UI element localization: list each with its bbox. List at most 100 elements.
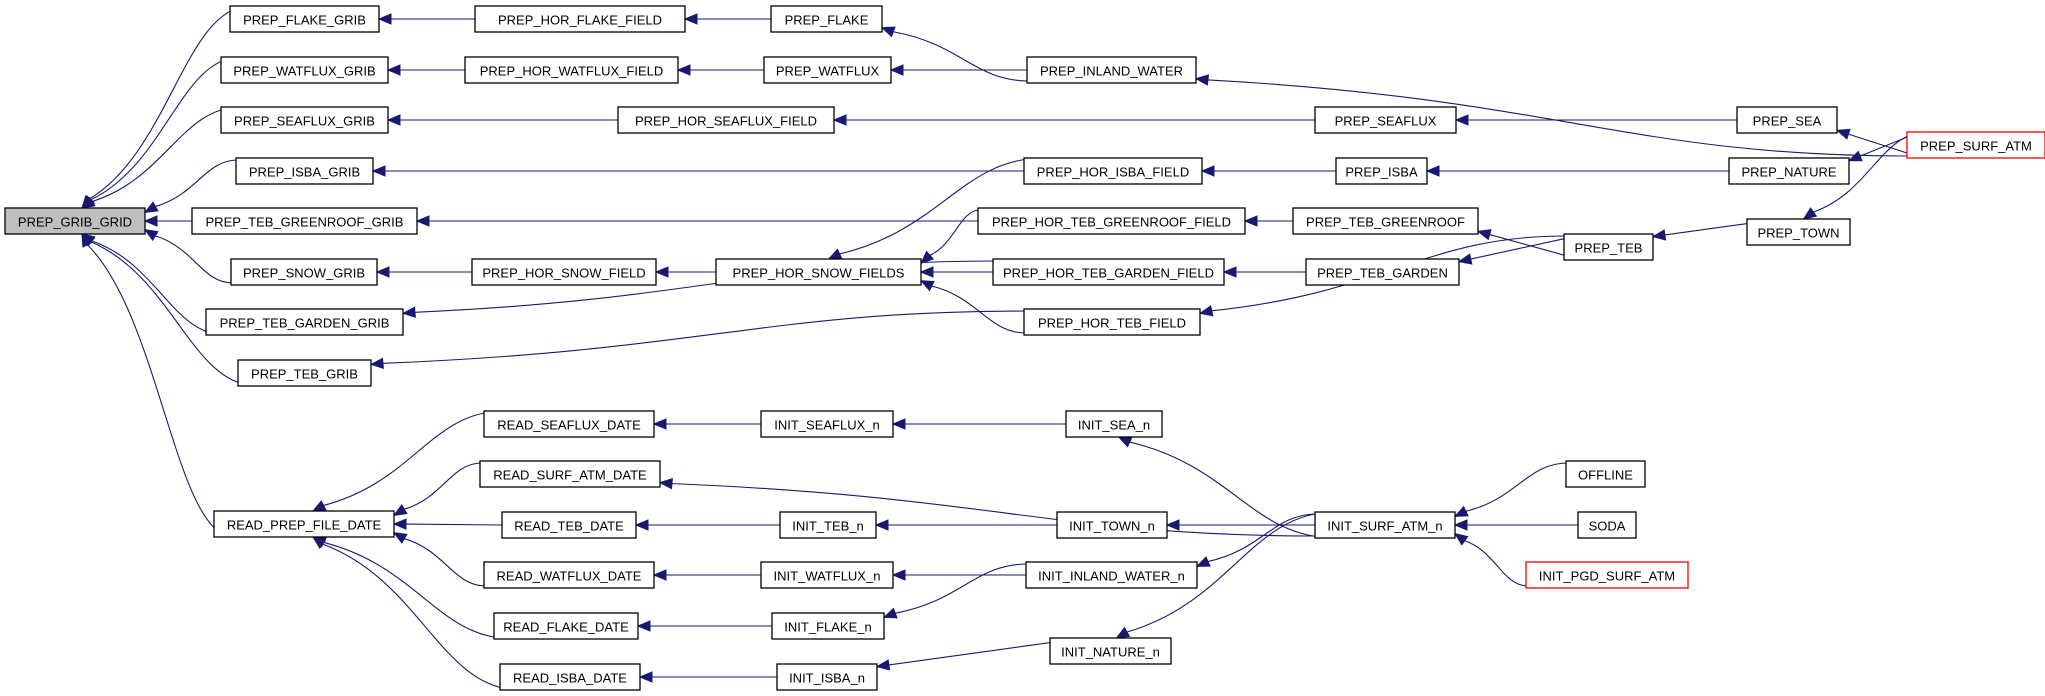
node-box[interactable] <box>1736 106 1838 134</box>
node-prep-teb-grib[interactable]: PREP_TEB_GRIB <box>237 359 372 387</box>
node-box[interactable] <box>1025 561 1198 589</box>
node-read-flake-date[interactable]: READ_FLAKE_DATE <box>493 612 639 640</box>
node-box[interactable] <box>1728 157 1850 185</box>
node-box[interactable] <box>1314 106 1457 134</box>
node-box[interactable] <box>1525 561 1689 589</box>
node-box[interactable] <box>1065 410 1163 438</box>
node-prep-seaflux[interactable]: PREP_SEAFLUX <box>1314 106 1457 134</box>
node-box[interactable] <box>1565 460 1646 488</box>
node-prep-teb-greenroof[interactable]: PREP_TEB_GREENROOF <box>1292 207 1479 235</box>
node-box[interactable] <box>213 510 395 538</box>
node-prep-seaflux-grib[interactable]: PREP_SEAFLUX_GRIB <box>220 106 389 134</box>
node-box[interactable] <box>1906 131 2045 159</box>
node-box[interactable] <box>479 460 661 488</box>
node-soda[interactable]: SODA <box>1577 511 1637 539</box>
node-box[interactable] <box>191 207 418 235</box>
node-box[interactable] <box>992 258 1225 286</box>
node-box[interactable] <box>493 612 639 640</box>
node-prep-grib-grid[interactable]: PREP_GRIB_GRID <box>4 207 146 235</box>
node-read-teb-date[interactable]: READ_TEB_DATE <box>501 511 637 539</box>
node-prep-flake[interactable]: PREP_FLAKE <box>770 5 883 33</box>
node-prep-inland-water[interactable]: PREP_INLAND_WATER <box>1026 56 1197 84</box>
node-prep-watflux-grib[interactable]: PREP_WATFLUX_GRIB <box>220 56 389 84</box>
node-prep-snow-grib[interactable]: PREP_SNOW_GRIB <box>230 258 378 286</box>
node-prep-hor-watflux-field[interactable]: PREP_HOR_WATFLUX_FIELD <box>464 56 679 84</box>
node-box[interactable] <box>760 410 894 438</box>
node-prep-hor-isba-field[interactable]: PREP_HOR_ISBA_FIELD <box>1023 157 1203 185</box>
node-prep-hor-teb-greenroof-field[interactable]: PREP_HOR_TEB_GREENROOF_FIELD <box>977 207 1246 235</box>
node-box[interactable] <box>230 258 378 286</box>
node-box[interactable] <box>235 157 374 185</box>
node-box[interactable] <box>220 56 389 84</box>
node-box[interactable] <box>1056 511 1168 539</box>
node-prep-hor-snow-fields[interactable]: PREP_HOR_SNOW_FIELDS <box>715 258 922 286</box>
node-prep-hor-teb-field[interactable]: PREP_HOR_TEB_FIELD <box>1023 308 1201 336</box>
node-init-watflux-n[interactable]: INIT_WATFLUX_n <box>760 561 894 589</box>
node-prep-nature[interactable]: PREP_NATURE <box>1728 157 1850 185</box>
node-offline[interactable]: OFFLINE <box>1565 460 1646 488</box>
node-read-isba-date[interactable]: READ_ISBA_DATE <box>499 663 641 691</box>
node-init-surf-atm-n[interactable]: INIT_SURF_ATM_n <box>1314 511 1456 539</box>
node-read-prep-file-date[interactable]: READ_PREP_FILE_DATE <box>213 510 395 538</box>
node-read-seaflux-date[interactable]: READ_SEAFLUX_DATE <box>483 410 655 438</box>
node-box[interactable] <box>1023 308 1201 336</box>
node-box[interactable] <box>4 207 146 235</box>
node-box[interactable] <box>763 56 892 84</box>
node-box[interactable] <box>483 410 655 438</box>
node-prep-town[interactable]: PREP_TOWN <box>1746 218 1851 246</box>
node-box[interactable] <box>471 258 657 286</box>
node-box[interactable] <box>501 511 637 539</box>
node-prep-hor-flake-field[interactable]: PREP_HOR_FLAKE_FIELD <box>474 5 686 33</box>
node-prep-hor-teb-garden-field[interactable]: PREP_HOR_TEB_GARDEN_FIELD <box>992 258 1225 286</box>
node-prep-hor-seaflux-field[interactable]: PREP_HOR_SEAFLUX_FIELD <box>617 106 835 134</box>
node-init-inland-water-n[interactable]: INIT_INLAND_WATER_n <box>1025 561 1198 589</box>
node-box[interactable] <box>617 106 835 134</box>
node-box[interactable] <box>1563 233 1654 261</box>
node-prep-hor-snow-field[interactable]: PREP_HOR_SNOW_FIELD <box>471 258 657 286</box>
node-prep-flake-grib[interactable]: PREP_FLAKE_GRIB <box>229 5 380 33</box>
node-box[interactable] <box>771 612 885 640</box>
node-box[interactable] <box>1746 218 1851 246</box>
node-init-isba-n[interactable]: INIT_ISBA_n <box>776 663 878 691</box>
node-read-watflux-date[interactable]: READ_WATFLUX_DATE <box>483 561 655 589</box>
node-init-teb-n[interactable]: INIT_TEB_n <box>779 511 877 539</box>
node-box[interactable] <box>237 359 372 387</box>
node-init-sea-n[interactable]: INIT_SEA_n <box>1065 410 1163 438</box>
node-prep-teb-garden[interactable]: PREP_TEB_GARDEN <box>1305 258 1460 286</box>
node-box[interactable] <box>770 5 883 33</box>
node-box[interactable] <box>483 561 655 589</box>
node-prep-watflux[interactable]: PREP_WATFLUX <box>763 56 892 84</box>
node-prep-teb[interactable]: PREP_TEB <box>1563 233 1654 261</box>
node-box[interactable] <box>1314 511 1456 539</box>
node-box[interactable] <box>1335 157 1428 185</box>
node-box[interactable] <box>1023 157 1203 185</box>
node-init-nature-n[interactable]: INIT_NATURE_n <box>1049 637 1172 665</box>
node-init-seaflux-n[interactable]: INIT_SEAFLUX_n <box>760 410 894 438</box>
node-prep-teb-greenroof-grib[interactable]: PREP_TEB_GREENROOF_GRIB <box>191 207 418 235</box>
node-box[interactable] <box>715 258 922 286</box>
node-prep-teb-garden-grib[interactable]: PREP_TEB_GARDEN_GRIB <box>205 308 404 336</box>
node-box[interactable] <box>499 663 641 691</box>
node-prep-surf-atm[interactable]: PREP_SURF_ATM <box>1906 131 2045 159</box>
node-box[interactable] <box>229 5 380 33</box>
node-box[interactable] <box>1577 511 1637 539</box>
node-init-town-n[interactable]: INIT_TOWN_n <box>1056 511 1168 539</box>
node-box[interactable] <box>220 106 389 134</box>
node-init-flake-n[interactable]: INIT_FLAKE_n <box>771 612 885 640</box>
node-box[interactable] <box>205 308 404 336</box>
node-init-pgd-surf-atm[interactable]: INIT_PGD_SURF_ATM <box>1525 561 1689 589</box>
node-prep-sea[interactable]: PREP_SEA <box>1736 106 1838 134</box>
node-box[interactable] <box>1049 637 1172 665</box>
node-box[interactable] <box>776 663 878 691</box>
node-box[interactable] <box>1305 258 1460 286</box>
node-box[interactable] <box>464 56 679 84</box>
node-box[interactable] <box>760 561 894 589</box>
node-prep-isba-grib[interactable]: PREP_ISBA_GRIB <box>235 157 374 185</box>
node-prep-isba[interactable]: PREP_ISBA <box>1335 157 1428 185</box>
node-box[interactable] <box>1292 207 1479 235</box>
node-read-surf-atm-date[interactable]: READ_SURF_ATM_DATE <box>479 460 661 488</box>
node-box[interactable] <box>474 5 686 33</box>
node-box[interactable] <box>779 511 877 539</box>
node-box[interactable] <box>977 207 1246 235</box>
node-box[interactable] <box>1026 56 1197 84</box>
